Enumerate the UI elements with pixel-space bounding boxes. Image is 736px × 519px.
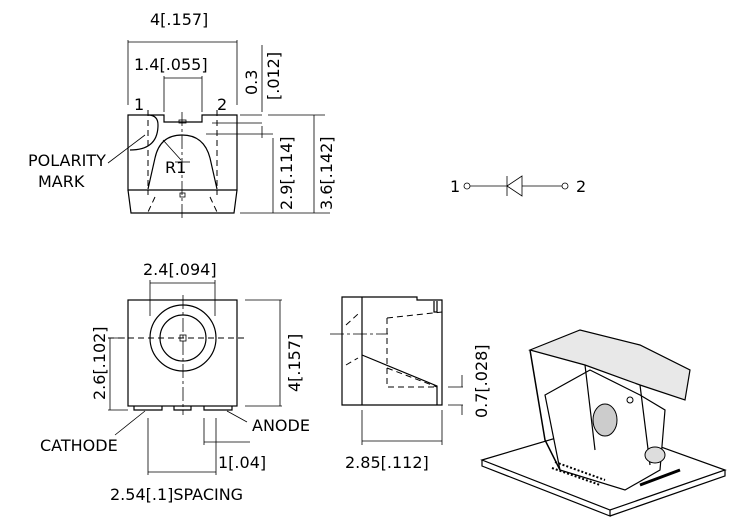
pad-dim: 1[.04]	[218, 453, 266, 472]
lens-height-dim: 2.9[.114]	[277, 136, 296, 210]
front-view: 2.4[.094] 2.6[.102] 4[.157] CATHODE ANOD…	[40, 260, 310, 504]
symbol-pin1-label: 1	[450, 177, 460, 196]
total-height-dim: 3.6[.142]	[317, 136, 336, 210]
lens-dim: 2.4[.094]	[143, 260, 217, 279]
offset-dim-in: [.012]	[264, 52, 283, 100]
depth-dim: 2.85[.112]	[345, 453, 429, 472]
offset-dim-mm: 0.3	[242, 70, 261, 95]
spacing-dim: 2.54[.1]SPACING	[110, 485, 243, 504]
pin2-label: 2	[217, 95, 227, 114]
polarity-mark-arc	[129, 114, 159, 151]
anode-label: ANODE	[252, 416, 310, 435]
front-height-dim: 4[.157]	[285, 334, 304, 392]
radius-label: R1	[165, 158, 186, 177]
symbol-pin2-label: 2	[576, 177, 586, 196]
side-view: 2.85[.112] 0.7[.028]	[330, 296, 491, 472]
pin1-label: 1	[134, 95, 144, 114]
diode-symbol: 1 2	[450, 175, 586, 197]
lens-width-dim: 1.4[.055]	[134, 55, 208, 74]
cathode-label: CATHODE	[40, 436, 118, 455]
center-dim: 2.6[.102]	[90, 326, 109, 400]
package-3d-illustration	[480, 329, 727, 517]
top-width-dim: 4[.157]	[150, 10, 208, 29]
top-view: 4[.157] 1.4[.055] 1 2 R1 POLARITY MARK 0…	[28, 10, 336, 218]
polarity-label: POLARITY	[28, 151, 106, 170]
mark-label: MARK	[38, 172, 85, 191]
standoff-dim: 0.7[.028]	[472, 344, 491, 418]
